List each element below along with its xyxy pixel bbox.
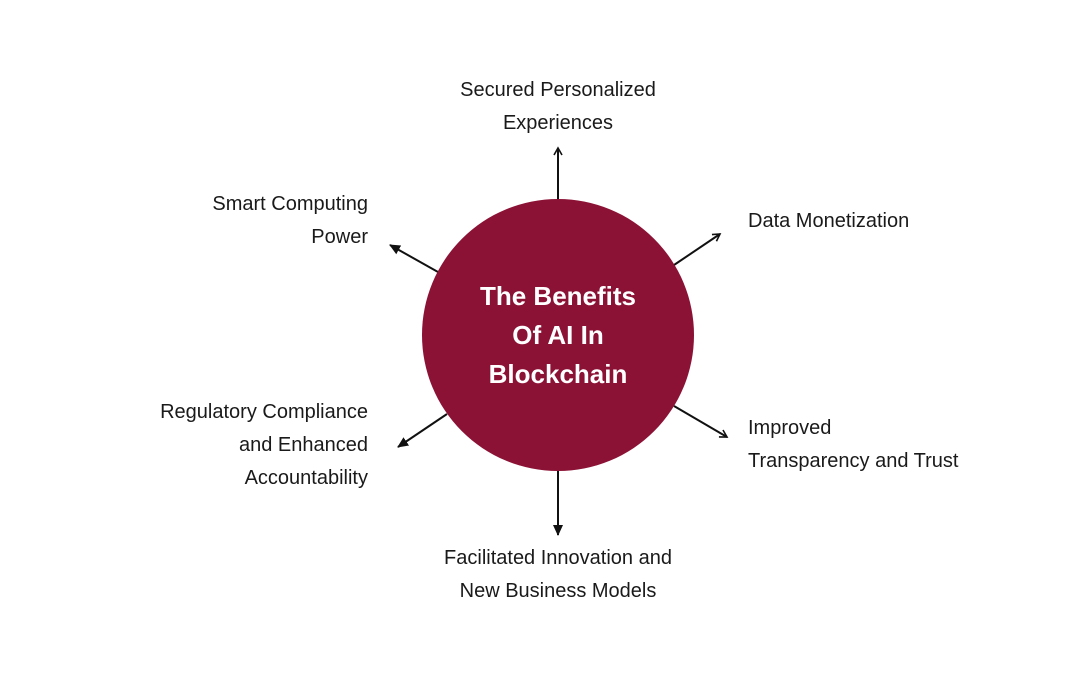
benefit-label-line: Improved [748, 417, 832, 439]
hub-title: The Benefits Of AI In Blockchain [458, 277, 658, 394]
center-hub-circle: The Benefits Of AI In Blockchain [422, 199, 694, 471]
arrow-top-right [673, 233, 722, 266]
benefit-label-line: Power [311, 226, 368, 248]
benefit-facilitated-innovation: Facilitated Innovation and New Business … [398, 542, 718, 608]
benefit-label-line: Data Monetization [748, 210, 910, 232]
hub-title-line: Of AI In [512, 319, 604, 350]
benefit-label-line: Accountability [244, 467, 368, 489]
benefit-improved-transparency: Improved Transparency and Trust [748, 412, 1048, 478]
benefit-data-monetization: Data Monetization [748, 205, 1048, 238]
benefit-label-line: Transparency and Trust [748, 450, 959, 472]
arrow-top-left [389, 244, 439, 273]
arrow-bottom-left [397, 413, 448, 448]
hub-title-line: The Benefits [479, 280, 637, 311]
benefit-label-line: Regulatory Compliance [160, 401, 368, 423]
benefit-label-line: Experiences [502, 112, 614, 134]
benefit-label-line: Secured Personalized [460, 79, 656, 101]
hub-title-line: Blockchain [488, 358, 628, 389]
benefit-label-line: and Enhanced [238, 434, 368, 456]
benefit-secured-personalized-experiences: Secured Personalized Experiences [408, 74, 708, 140]
arrow-bottom-right [673, 405, 729, 438]
benefit-regulatory-compliance: Regulatory Compliance and Enhanced Accou… [68, 396, 368, 495]
benefit-label-line: Smart Computing [212, 193, 368, 215]
benefit-label-line: New Business Models [459, 580, 657, 602]
benefit-smart-computing-power: Smart Computing Power [68, 188, 368, 254]
benefit-label-line: Facilitated Innovation and [444, 547, 672, 569]
